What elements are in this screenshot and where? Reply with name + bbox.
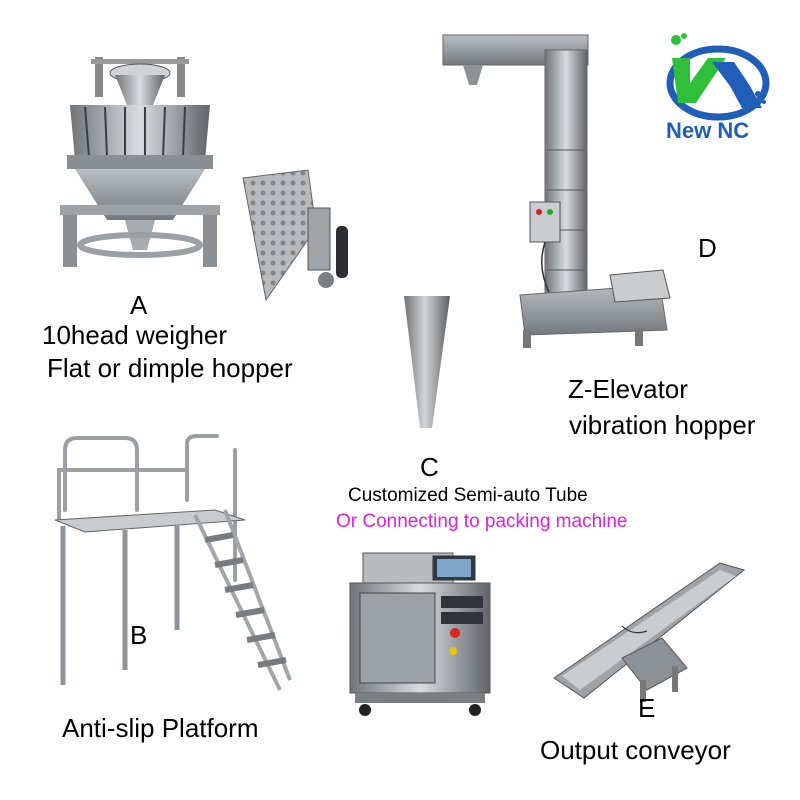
section-e-caption: Output conveyor — [540, 735, 731, 765]
brand-name: New NC — [666, 118, 750, 143]
section-a-subtitle: Flat or dimple hopper — [47, 353, 293, 383]
section-c-title: Customized Semi-auto Tube — [348, 485, 588, 506]
z-elevator-image — [435, 30, 680, 355]
section-d-title: Z-Elevator — [568, 374, 688, 404]
section-c-letter: C — [420, 452, 439, 482]
section-d-subtitle: vibration hopper — [569, 410, 756, 440]
anti-slip-platform-image — [45, 430, 295, 702]
section-a-letter: A — [130, 290, 148, 320]
section-c-subtitle: Or Connecting to packing machine — [336, 511, 628, 532]
dimple-hopper-image — [238, 168, 363, 308]
section-b-caption: Anti-slip Platform — [62, 713, 259, 743]
section-d-letter: D — [698, 233, 717, 263]
section-b-letter: B — [130, 620, 148, 650]
semi-auto-tube-image — [402, 296, 452, 432]
multihead-weigher-image — [55, 45, 225, 275]
logo-mark-icon — [666, 33, 770, 121]
section-a-title: 10head weigher — [42, 320, 228, 350]
packing-machine-image — [345, 548, 495, 718]
output-conveyor-image — [552, 558, 752, 706]
section-e-letter: E — [638, 693, 656, 723]
brand-logo — [650, 28, 770, 148]
